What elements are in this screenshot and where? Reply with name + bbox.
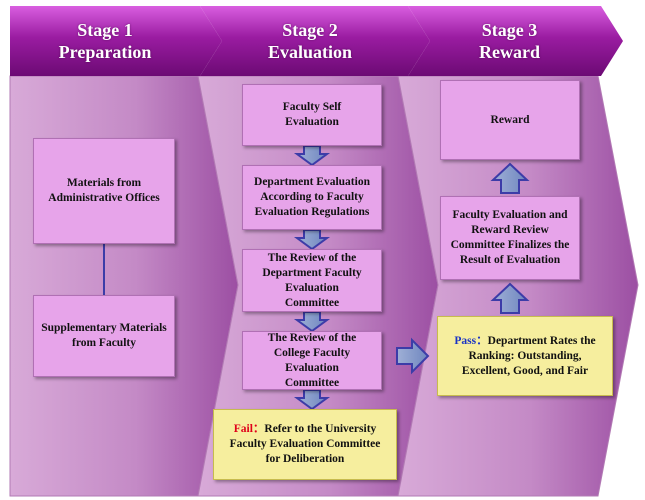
down-arrow-2	[293, 229, 331, 251]
committee-finalize-text: Faculty Evaluation and Reward Review Com…	[450, 209, 570, 266]
reward-box: Reward	[440, 80, 580, 160]
college-review-box: The Review of the College Faculty Evalua…	[242, 331, 382, 390]
reward-text: Reward	[490, 113, 530, 126]
stage3-subtitle: Reward	[479, 42, 540, 62]
materials-faculty-box: Supplementary Materials from Faculty	[33, 295, 175, 377]
self-evaluation-text: Faculty Self Evaluation	[282, 101, 342, 128]
fail-label: Fail：	[233, 423, 265, 435]
stage2-heading: Stage 2 Evaluation	[212, 6, 408, 76]
right-arrow	[396, 337, 430, 375]
materials-faculty-text: Supplementary Materials from Faculty	[41, 322, 167, 349]
self-evaluation-box: Faculty Self Evaluation	[242, 84, 382, 146]
stage2-title: Stage 2	[282, 20, 338, 40]
stage3-header	[408, 6, 623, 76]
pass-box: Pass：Department Rates the Ranking: Outst…	[437, 316, 613, 396]
up-arrow-2	[490, 162, 530, 194]
down-arrow-4	[293, 389, 331, 411]
stage1-heading: Stage 1 Preparation	[10, 6, 200, 76]
down-arrow-1	[293, 145, 331, 167]
stage3-title: Stage 3	[481, 20, 538, 40]
fail-text: Refer to the University Faculty Evaluati…	[229, 423, 381, 465]
department-review-text: The Review of the Department Faculty Eva…	[262, 251, 362, 309]
stage2-header	[200, 6, 430, 76]
fail-box: Fail：Refer to the University Faculty Eva…	[213, 409, 397, 480]
materials-admin-text: Materials from Administrative Offices	[48, 177, 160, 204]
pass-text: Department Rates the Ranking: Outstandin…	[461, 334, 596, 377]
committee-finalize-box: Faculty Evaluation and Reward Review Com…	[440, 196, 580, 280]
stage1-title: Stage 1	[77, 20, 133, 40]
department-evaluation-text: Department Evaluation According to Facul…	[254, 176, 370, 218]
down-arrow-3	[293, 311, 331, 333]
college-review-text: The Review of the College Faculty Evalua…	[267, 331, 357, 389]
pass-label: Pass：	[454, 334, 488, 347]
materials-admin-box: Materials from Administrative Offices	[33, 138, 175, 244]
stage2-subtitle: Evaluation	[267, 42, 353, 62]
stage1-header	[10, 6, 222, 76]
department-evaluation-box: Department Evaluation According to Facul…	[242, 165, 382, 230]
stage3-heading: Stage 3 Reward	[418, 6, 601, 76]
stage1-subtitle: Preparation	[58, 42, 152, 62]
department-review-box: The Review of the Department Faculty Eva…	[242, 249, 382, 312]
up-arrow-1	[490, 282, 530, 314]
